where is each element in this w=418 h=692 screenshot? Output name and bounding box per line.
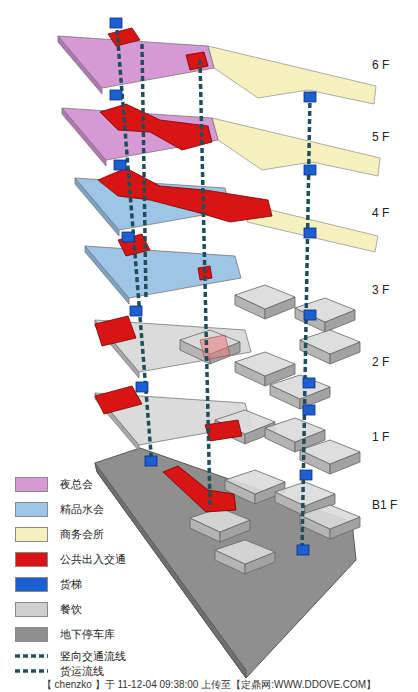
- legend-line-sample: [15, 667, 48, 675]
- freight-lift: [114, 160, 126, 170]
- freight-lift: [300, 470, 312, 480]
- freight-lift: [303, 378, 315, 388]
- vertical-flow-line: [302, 95, 310, 552]
- floor-label: 4 F: [372, 206, 389, 220]
- nightclub-plate: [58, 36, 214, 88]
- legend-line-sample: [15, 652, 48, 660]
- dining-box: [300, 440, 360, 474]
- dining-box: [190, 508, 250, 542]
- legend-text: 货梯: [60, 577, 82, 592]
- spa-plate: [85, 246, 241, 298]
- dining-box: [295, 298, 355, 332]
- floor-label-text: 4 F: [372, 206, 389, 220]
- legend-swatch: [15, 577, 48, 592]
- legend-text: 精品水会: [60, 502, 104, 517]
- vertical-flow-line: [200, 60, 210, 505]
- floor-label-text: 6 F: [372, 58, 389, 72]
- freight-lift: [110, 90, 122, 100]
- legend-row: 竖向交通流线: [15, 649, 126, 664]
- legend-text: 公共出入交通: [60, 552, 126, 567]
- legend-swatch: [15, 627, 48, 642]
- freight-lift: [145, 456, 157, 466]
- legend-text: 货运流线: [60, 664, 104, 679]
- freight-lift: [304, 310, 316, 320]
- legend-swatch: [15, 602, 48, 617]
- legend-row: 商务会所: [15, 527, 104, 542]
- freight-lift: [303, 405, 315, 415]
- public-circulation: [95, 316, 136, 346]
- legend-row: 精品水会: [15, 502, 104, 517]
- freight-lift: [110, 18, 122, 28]
- floor-label-text: 2 F: [372, 355, 389, 369]
- public-circulation: [205, 420, 242, 441]
- public-circulation: [98, 168, 272, 222]
- freight-lift: [130, 306, 142, 316]
- dashed-line-sample: [15, 669, 48, 673]
- dining-box: [235, 285, 295, 319]
- legend-row: 夜总会: [15, 477, 93, 492]
- plate-edge: [95, 463, 246, 678]
- freight-lift: [304, 165, 316, 175]
- watermark-text: 【 chenzko 】于 11-12-04 09:38:00 上传至【定鼎网:W…: [42, 678, 376, 692]
- floor-label: 5 F: [372, 130, 389, 144]
- club-plate: [212, 118, 380, 176]
- floor-label-text: B1 F: [372, 498, 397, 512]
- public-circulation: [186, 52, 208, 70]
- legend-text: 商务会所: [60, 527, 104, 542]
- public-circulation: [100, 104, 212, 150]
- legend-swatch: [15, 552, 48, 567]
- freight-lift: [304, 92, 316, 102]
- floor-label: 6 F: [372, 58, 389, 72]
- legend-text: 竖向交通流线: [60, 649, 126, 664]
- freight-lift: [122, 232, 134, 242]
- dining-box: [215, 540, 275, 574]
- floor-6f: [58, 36, 376, 104]
- legend-swatch: [15, 477, 48, 492]
- floor-label-text: 3 F: [372, 283, 389, 297]
- public-circulation: [108, 28, 140, 46]
- public-circulation: [200, 335, 230, 360]
- legend-row: 货运流线: [15, 664, 104, 679]
- public-circulation: [163, 466, 236, 512]
- legend-row: 地下停车库: [15, 627, 115, 642]
- dining-box: [300, 505, 360, 539]
- floor-label: 1 F: [372, 430, 389, 444]
- parking-plate: [95, 448, 356, 678]
- dashed-line-sample: [15, 654, 48, 658]
- legend-text: 夜总会: [60, 477, 93, 492]
- freight-lift: [304, 228, 316, 238]
- legend-row: 餐饮: [15, 602, 82, 617]
- dining-box: [300, 330, 360, 364]
- floor-label: B1 F: [372, 498, 397, 512]
- freight-lift: [297, 545, 309, 555]
- legend-text: 地下停车库: [60, 627, 115, 642]
- legend-text: 餐饮: [60, 602, 82, 617]
- dining-box: [180, 330, 240, 364]
- legend-row: 公共出入交通: [15, 552, 126, 567]
- legend-swatch: [15, 527, 48, 542]
- legend-row: 货梯: [15, 577, 82, 592]
- legend-swatch: [15, 502, 48, 517]
- public-circulation: [95, 386, 142, 414]
- floor-label: 3 F: [372, 283, 389, 297]
- floor-label-text: 1 F: [372, 430, 389, 444]
- vertical-flow-line: [142, 44, 146, 300]
- club-plate: [208, 46, 376, 104]
- watermark: 【 chenzko 】于 11-12-04 09:38:00 上传至【定鼎网:W…: [0, 678, 418, 692]
- floor-label: 2 F: [372, 355, 389, 369]
- floor-3f: [85, 246, 241, 304]
- floor-label-text: 5 F: [372, 130, 389, 144]
- freight-lift: [136, 382, 148, 392]
- dining-box: [270, 375, 330, 409]
